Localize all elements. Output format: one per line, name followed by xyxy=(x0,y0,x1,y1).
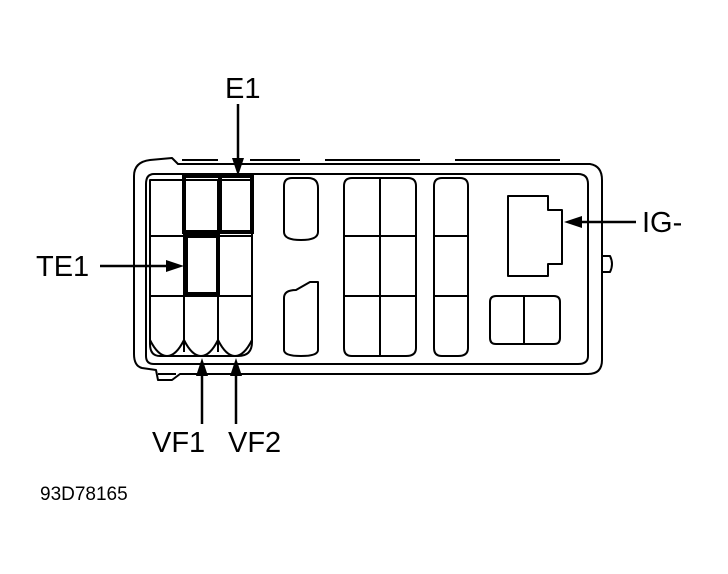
arrow-ig-minus xyxy=(564,216,636,228)
cavity-block-bottom-right xyxy=(489,295,561,345)
arrow-te1 xyxy=(100,260,184,272)
cavity-block-narrow xyxy=(433,177,469,357)
label-e1: E1 xyxy=(225,73,260,105)
label-vf2: VF2 xyxy=(228,427,281,459)
terminal-highlight-top-row xyxy=(182,174,222,234)
cavity-center-single xyxy=(283,177,319,357)
arrow-vf2 xyxy=(230,358,242,424)
label-ig-minus: IG- xyxy=(642,207,682,239)
cavity-block-center xyxy=(343,177,417,357)
terminal-te1 xyxy=(184,234,220,296)
terminal-ig-minus xyxy=(507,195,563,277)
connector-housing xyxy=(133,157,613,381)
label-te1: TE1 xyxy=(36,251,89,283)
label-vf1: VF1 xyxy=(152,427,205,459)
terminal-e1 xyxy=(218,174,254,234)
figure-code: 93D78165 xyxy=(40,484,128,505)
arrow-e1 xyxy=(232,104,244,176)
arrow-vf1 xyxy=(196,358,208,424)
cavity-block-left xyxy=(149,179,253,357)
